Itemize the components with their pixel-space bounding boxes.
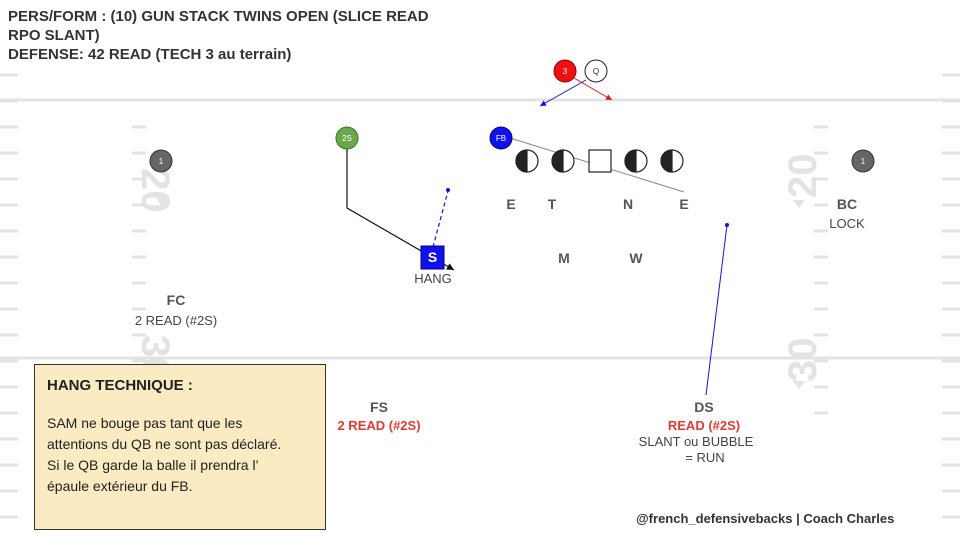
receiver-right: 1 xyxy=(851,149,875,173)
defender-end-right: E xyxy=(679,196,689,212)
defender-boundary-corner: BC xyxy=(836,196,858,212)
defender-nose: N xyxy=(622,196,634,212)
quarterback: Q xyxy=(584,59,608,83)
field-corner-note: 2 READ (#2S) xyxy=(134,313,218,328)
sam-note: HANG xyxy=(414,271,452,286)
direction-arrow-icon xyxy=(156,198,168,206)
direction-arrow-icon xyxy=(793,200,805,208)
receiver-left: 1 xyxy=(149,149,173,173)
hang-technique-box: HANG TECHNIQUE : SAM ne bouge pas tant q… xyxy=(34,364,326,530)
play-title: PERS/FORM : (10) GUN STACK TWINS OPEN (S… xyxy=(8,7,429,64)
sam-read-line xyxy=(432,190,449,248)
fullback: FB xyxy=(489,126,513,150)
slot-receiver: 2S xyxy=(335,126,359,150)
sam-defender: S xyxy=(420,245,445,270)
sam-read-point xyxy=(446,188,450,192)
field-number: 30 xyxy=(781,338,825,383)
free-safety-note: 2 READ (#2S) xyxy=(337,418,421,433)
box-line: Si le QB garde la balle il prendra l’ xyxy=(47,457,259,473)
defender-will: W xyxy=(629,250,643,266)
defender-field-corner: FC xyxy=(166,292,186,308)
defender-end-left: E xyxy=(506,196,516,212)
offensive-line xyxy=(515,149,684,173)
qb-path xyxy=(573,77,613,101)
down-safety-note-2: SLANT ou BUBBLE xyxy=(638,434,754,449)
running-back: 3 xyxy=(553,59,577,83)
defender-free-safety: FS xyxy=(370,399,388,415)
receiver-right-label: 1 xyxy=(861,157,866,166)
fb-label: FB xyxy=(496,134,506,143)
defender-mike: M xyxy=(558,250,570,266)
down-safety-note-3: = RUN xyxy=(685,450,725,465)
field-number: 20 xyxy=(781,154,825,199)
ds-read-point xyxy=(725,223,729,227)
box-line: épaule extérieur du FB. xyxy=(47,478,193,494)
defender-tackle: T xyxy=(547,196,557,212)
title-line: DEFENSE: 42 READ (TECH 3 au terrain) xyxy=(8,46,292,63)
direction-arrow-icon xyxy=(793,381,805,389)
slot-route xyxy=(346,147,455,271)
lineman-left-guard xyxy=(551,149,575,173)
down-safety-note: READ (#2S) xyxy=(667,418,741,433)
sam-label: S xyxy=(428,249,437,265)
credit: @french_defensivebacks | Coach Charles xyxy=(636,511,895,526)
box-line: attentions du QB ne sont pas déclaré. xyxy=(47,436,282,452)
lineman-center xyxy=(588,149,612,173)
boundary-corner-note: LOCK xyxy=(829,216,865,231)
hash-marks xyxy=(0,73,960,519)
title-line: PERS/FORM : (10) GUN STACK TWINS OPEN (S… xyxy=(8,8,429,25)
ds-read-line xyxy=(705,224,728,396)
receiver-left-label: 1 xyxy=(159,157,164,166)
rb-label: 3 xyxy=(563,67,568,76)
title-line: RPO SLANT) xyxy=(8,27,100,44)
lineman-left-tackle xyxy=(515,149,539,173)
defender-down-safety: DS xyxy=(694,399,714,415)
slot-label: 2S xyxy=(342,134,352,143)
rb-path xyxy=(539,79,587,107)
lineman-right-tackle xyxy=(660,149,684,173)
box-line: SAM ne bouge pas tant que les xyxy=(47,415,243,431)
qb-label: Q xyxy=(593,67,599,76)
box-heading: HANG TECHNIQUE : xyxy=(47,377,193,394)
field-number: 20 xyxy=(133,168,177,213)
lineman-right-guard xyxy=(624,149,648,173)
